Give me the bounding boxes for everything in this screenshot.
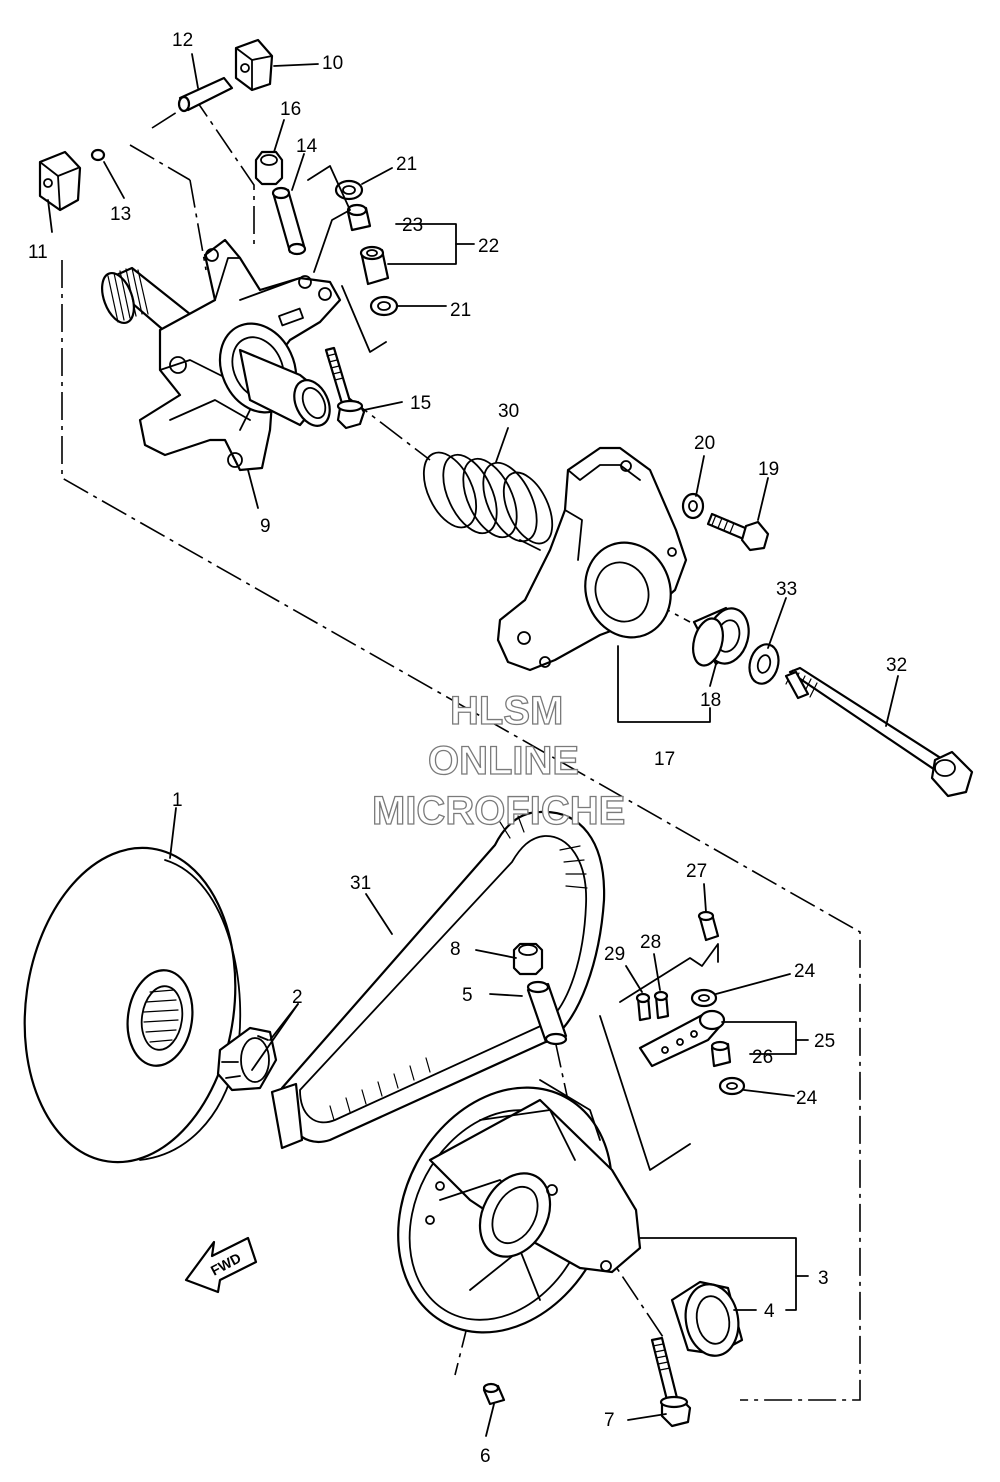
part-24-washer-bottom bbox=[718, 1076, 746, 1096]
watermark-line-2: ONLINE bbox=[428, 739, 579, 783]
part-6-cap bbox=[482, 1382, 506, 1406]
part-8-nut bbox=[512, 942, 544, 976]
part-30-spring bbox=[422, 451, 554, 551]
callout-20: 20 bbox=[694, 433, 715, 454]
callout-9: 9 bbox=[260, 516, 271, 537]
part-24-washer-top bbox=[690, 988, 718, 1008]
part-19-screw bbox=[706, 512, 770, 552]
part-11-slider-block bbox=[38, 150, 82, 212]
callout-12: 12 bbox=[172, 30, 193, 51]
part-15-bolt bbox=[324, 346, 366, 430]
part-9-sheave-hub bbox=[101, 238, 342, 472]
part-20-washer bbox=[681, 492, 705, 520]
callout-17: 17 bbox=[654, 749, 675, 770]
callout-labels: 1 2 3 4 5 6 7 8 9 10 11 12 13 14 15 16 1… bbox=[28, 30, 907, 1467]
callout-4: 4 bbox=[764, 1301, 775, 1322]
part-18-bushing bbox=[692, 606, 750, 667]
callout-30: 30 bbox=[498, 401, 519, 422]
callout-32: 32 bbox=[886, 655, 907, 676]
callout-23: 23 bbox=[402, 215, 423, 236]
callout-24-bottom: 24 bbox=[796, 1088, 818, 1109]
part-25-roller-arm bbox=[638, 1009, 726, 1068]
part-23-bushing bbox=[346, 203, 372, 232]
callout-6: 6 bbox=[480, 1446, 491, 1467]
part-31-drive-belt bbox=[270, 810, 606, 1150]
part-26-bushing bbox=[710, 1040, 732, 1068]
part-21-washer-top bbox=[334, 179, 364, 201]
callout-7: 7 bbox=[604, 1410, 615, 1431]
callout-22: 22 bbox=[478, 236, 499, 257]
callout-10: 10 bbox=[322, 53, 343, 74]
callout-19: 19 bbox=[758, 459, 779, 480]
part-14-bushing bbox=[271, 186, 307, 256]
callout-14: 14 bbox=[296, 136, 318, 157]
callout-18: 18 bbox=[700, 690, 721, 711]
part-16-nut bbox=[254, 150, 284, 186]
part-4-bushing bbox=[670, 1280, 744, 1357]
callout-28: 28 bbox=[640, 932, 661, 953]
part-27-screw bbox=[697, 910, 720, 942]
callout-31: 31 bbox=[350, 873, 371, 894]
callout-11: 11 bbox=[28, 242, 48, 263]
callout-27: 27 bbox=[686, 861, 707, 882]
part-33-washer bbox=[748, 643, 780, 685]
callout-3: 3 bbox=[818, 1268, 829, 1289]
callout-1: 1 bbox=[172, 790, 183, 811]
part-12-pin bbox=[177, 76, 234, 113]
callout-29: 29 bbox=[604, 944, 625, 965]
part-7-bolt bbox=[650, 1336, 692, 1428]
part-29-screw bbox=[635, 992, 652, 1022]
part-10-slider-block bbox=[234, 38, 274, 92]
part-21-washer-bottom bbox=[369, 295, 399, 317]
watermark-line-1: HLSM bbox=[450, 689, 563, 733]
fwd-direction-arrow: FWD bbox=[184, 1236, 258, 1294]
callout-25: 25 bbox=[814, 1031, 835, 1052]
callout-26: 26 bbox=[752, 1047, 773, 1068]
part-13-o-ring bbox=[90, 148, 106, 162]
part-1-fixed-sheave bbox=[23, 846, 242, 1164]
callout-16: 16 bbox=[280, 99, 301, 120]
callout-21-bottom: 21 bbox=[450, 300, 471, 321]
part-3-movable-sheave bbox=[397, 1079, 642, 1334]
callout-21-top: 21 bbox=[396, 154, 417, 175]
callout-2: 2 bbox=[292, 987, 303, 1008]
part-2-collar-halves bbox=[216, 1026, 278, 1092]
callout-5: 5 bbox=[462, 985, 473, 1006]
callout-15: 15 bbox=[410, 393, 431, 414]
part-22-bushing-assembly bbox=[359, 245, 390, 286]
part-28-screw bbox=[653, 990, 670, 1020]
leader-lines bbox=[47, 53, 899, 1437]
part-32-bolt bbox=[784, 666, 974, 798]
callout-24-top: 24 bbox=[794, 961, 816, 982]
watermark: HLSM ONLINE MICROFICHE bbox=[371, 688, 626, 833]
part-17-cover-plate bbox=[496, 446, 688, 672]
watermark-line-3: MICROFICHE bbox=[372, 789, 625, 833]
callout-13: 13 bbox=[110, 204, 131, 225]
part-5-bushing bbox=[526, 980, 568, 1046]
callout-8: 8 bbox=[450, 939, 461, 960]
callout-33: 33 bbox=[776, 579, 797, 600]
